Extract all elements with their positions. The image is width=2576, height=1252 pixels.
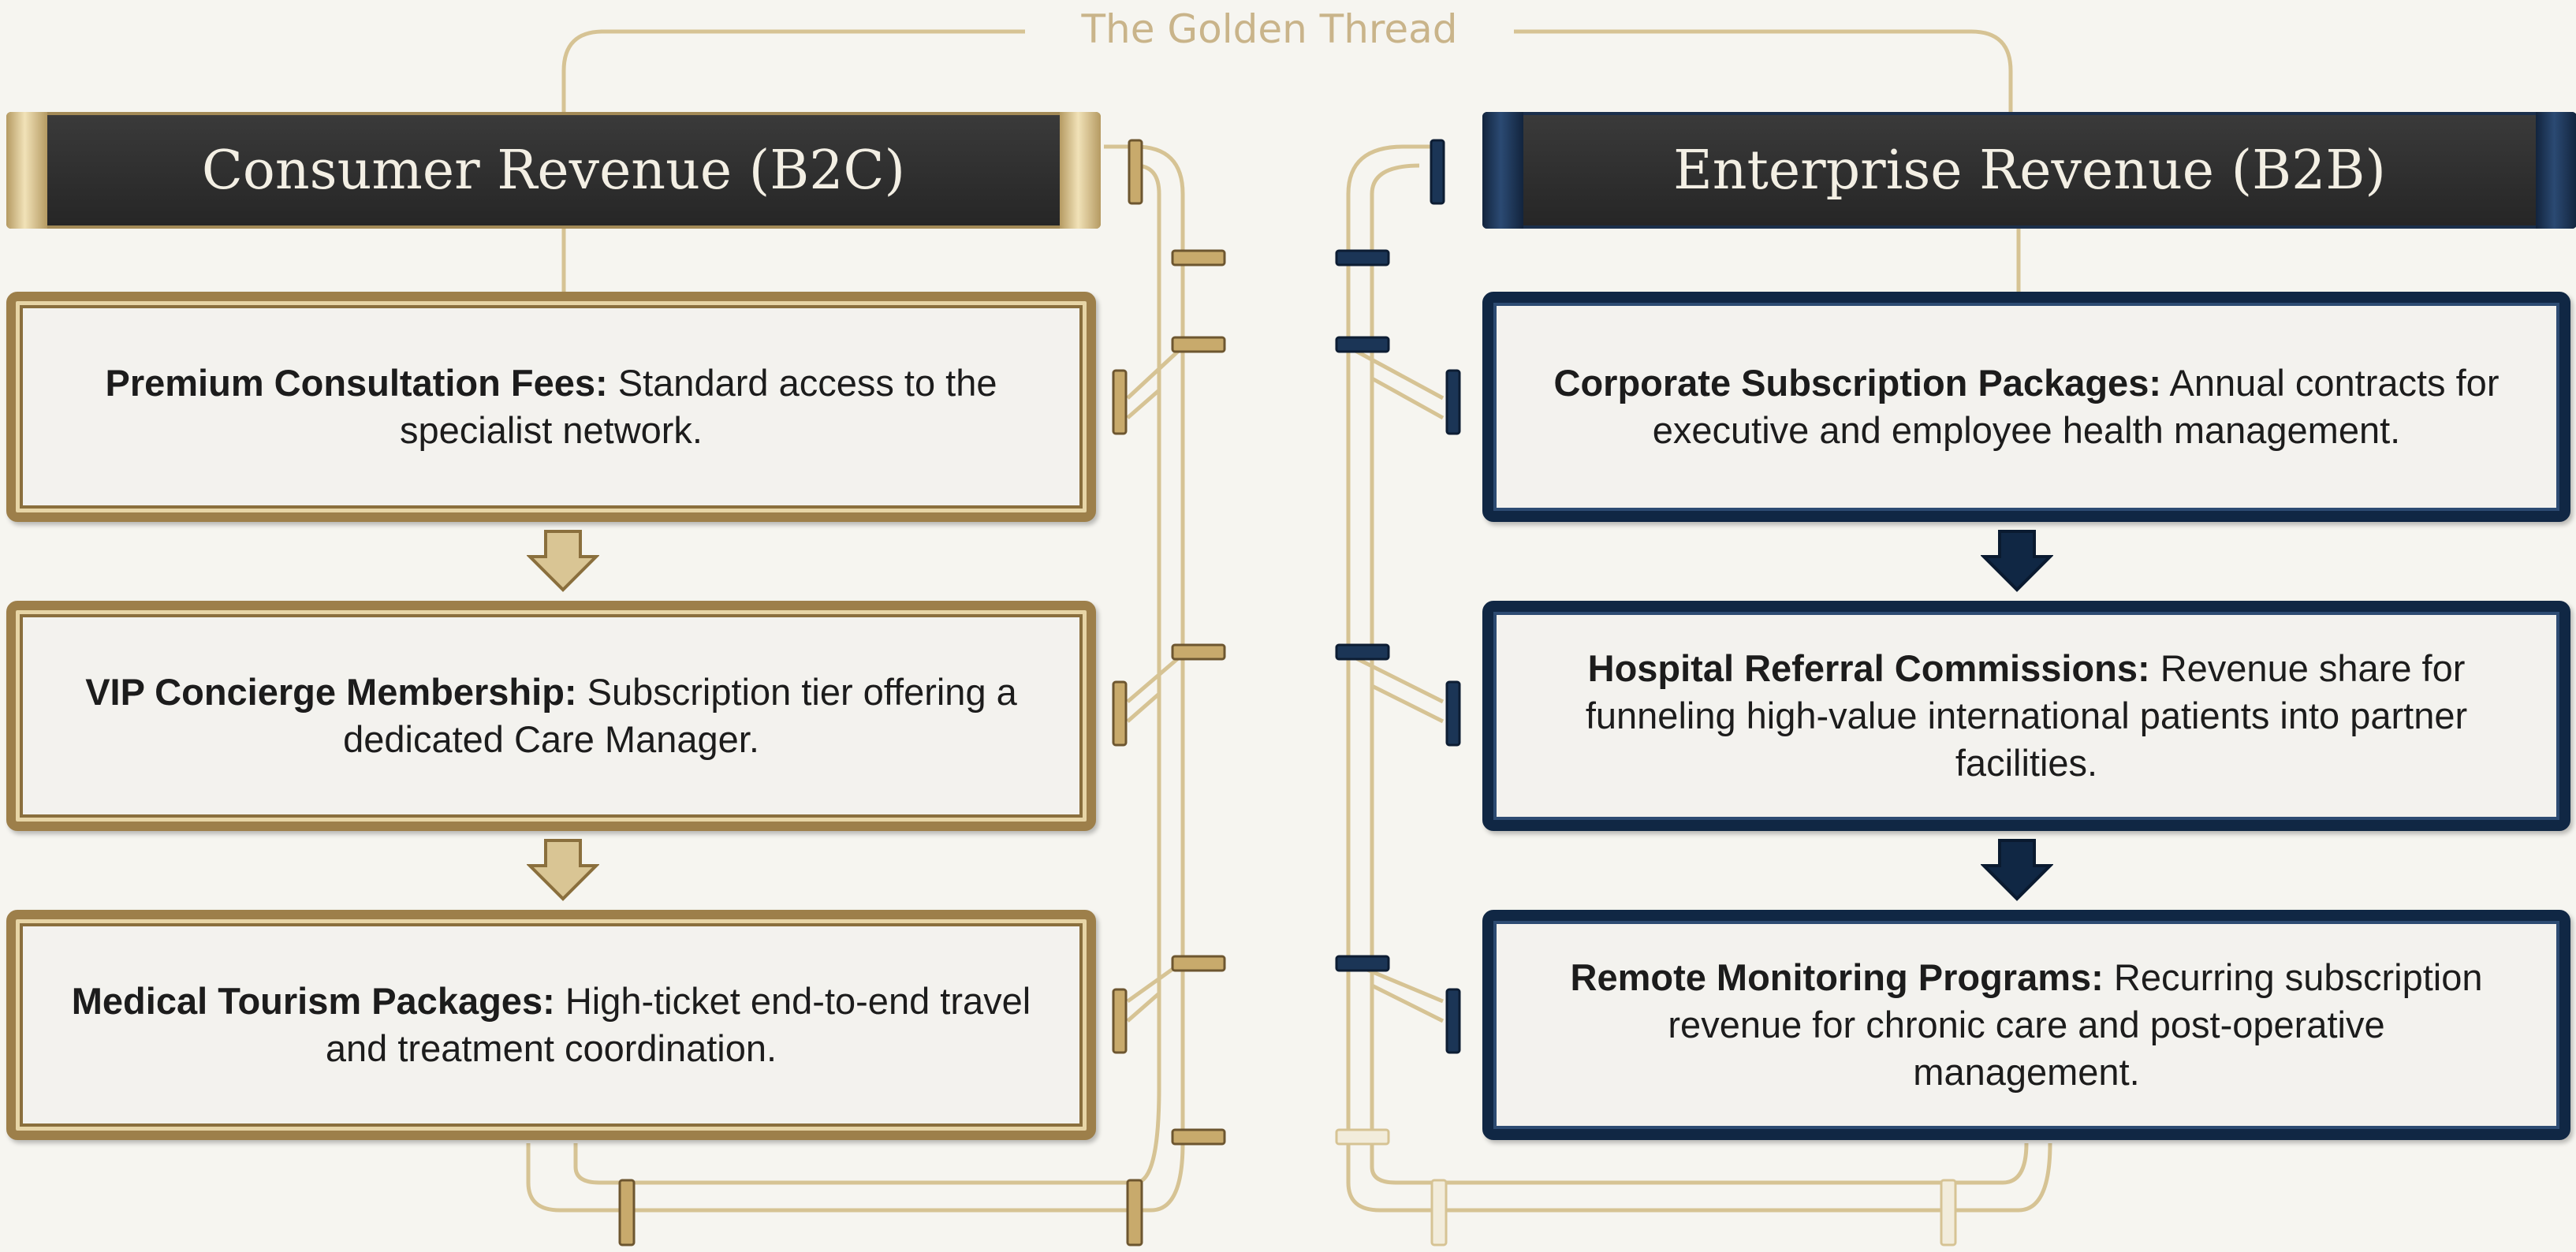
item-description: Revenue share for funneling high-value i… [1585, 647, 2468, 784]
banner-cap-right [1060, 112, 1101, 229]
item-name: VIP Concierge Membership: [85, 671, 577, 713]
card-text: Hospital Referral Commissions: Revenue s… [1553, 645, 2500, 787]
card-text: Remote Monitoring Programs: Recurring su… [1553, 954, 2500, 1096]
banner-cap-right [2536, 112, 2576, 229]
consumer-revenue-banner: Consumer Revenue (B2C) [6, 112, 1101, 229]
item-name: Remote Monitoring Programs: [1570, 956, 2104, 998]
consumer-card-vip-concierge: VIP Concierge Membership: Subscription t… [6, 601, 1096, 831]
banner-cap-left [1482, 112, 1523, 229]
item-description: Subscription tier offering a dedicated C… [343, 671, 1017, 760]
item-name: Hospital Referral Commissions: [1587, 647, 2150, 689]
down-arrow-icon [527, 839, 599, 901]
enterprise-card-hospital-referral: Hospital Referral Commissions: Revenue s… [1482, 601, 2570, 831]
item-description: Standard access to the specialist networ… [400, 362, 997, 451]
item-name: Corporate Subscription Packages: [1553, 362, 2161, 404]
item-name: Medical Tourism Packages: [71, 980, 555, 1022]
down-arrow-icon [527, 530, 599, 592]
consumer-card-premium-consultation: Premium Consultation Fees: Standard acce… [6, 292, 1096, 522]
enterprise-revenue-title: Enterprise Revenue (B2B) [1673, 139, 2386, 202]
down-arrow-icon [1981, 530, 2053, 592]
consumer-revenue-title: Consumer Revenue (B2C) [201, 139, 906, 202]
enterprise-revenue-banner: Enterprise Revenue (B2B) [1482, 112, 2576, 229]
card-text: Premium Consultation Fees: Standard acce… [62, 360, 1040, 454]
item-description: High-ticket end-to-end travel and treatm… [325, 980, 1031, 1069]
consumer-card-medical-tourism: Medical Tourism Packages: High-ticket en… [6, 910, 1096, 1140]
card-text: Corporate Subscription Packages: Annual … [1553, 360, 2500, 454]
item-name: Premium Consultation Fees: [105, 362, 608, 404]
card-text: Medical Tourism Packages: High-ticket en… [62, 978, 1040, 1072]
item-description: Recurring subscription revenue for chron… [1668, 956, 2483, 1093]
item-description: Annual contracts for executive and emplo… [1652, 362, 2500, 451]
enterprise-card-remote-monitoring: Remote Monitoring Programs: Recurring su… [1482, 910, 2570, 1140]
enterprise-card-corporate-subscription: Corporate Subscription Packages: Annual … [1482, 292, 2570, 522]
diagram-title: The Golden Thread [1025, 2, 1514, 57]
card-text: VIP Concierge Membership: Subscription t… [62, 669, 1040, 763]
banner-cap-left [6, 112, 47, 229]
down-arrow-icon [1981, 839, 2053, 901]
